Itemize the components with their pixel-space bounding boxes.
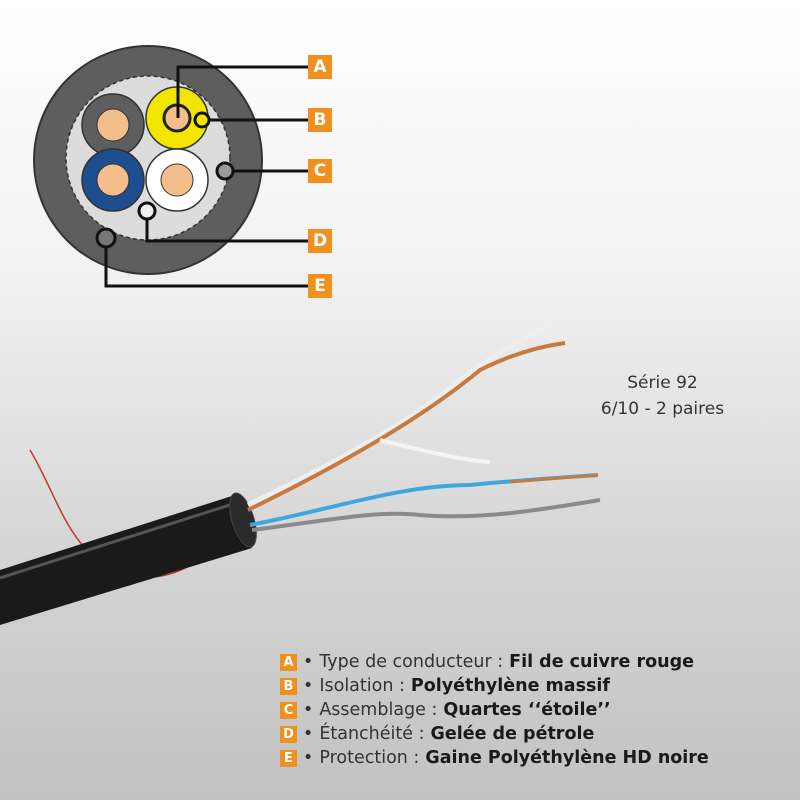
legend-bullet: • — [303, 700, 314, 720]
series-name: Série 92 — [627, 373, 698, 393]
legend-value: Polyéthylène massif — [410, 676, 611, 696]
legend-letter: A — [280, 653, 297, 671]
label-e: E — [308, 274, 332, 298]
legend-bullet: • — [303, 676, 314, 696]
label-c: C — [308, 159, 332, 183]
legend-letter: E — [280, 749, 297, 767]
legend-key: Protection : — [319, 748, 420, 768]
legend-bullet: • — [303, 724, 314, 744]
legend-key: Étanchéité : — [319, 724, 425, 744]
legend-letter: B — [280, 677, 297, 695]
legend-item: D • Étanchéité : Gelée de pétrole — [280, 722, 709, 746]
legend-item: C • Assemblage : Quartes ‘‘étoile’’ — [280, 698, 709, 722]
legend-item: B • Isolation : Polyéthylène massif — [280, 674, 709, 698]
legend-key: Isolation : — [319, 676, 405, 696]
cable-photo — [0, 322, 601, 625]
legend-value: Quartes ‘‘étoile’’ — [443, 700, 611, 720]
series-spec: 6/10 - 2 paires — [600, 399, 725, 419]
legend-value: Gaine Polyéthylène HD noire — [425, 748, 709, 768]
legend-value: Gelée de pétrole — [430, 724, 595, 744]
cross-section-drawing — [33, 45, 263, 275]
legend-item: A • Type de conducteur : Fil de cuivre r… — [280, 650, 709, 674]
cable-jacket — [0, 495, 252, 625]
label-d: D — [308, 229, 332, 253]
callout-lines — [95, 65, 308, 288]
legend-bullet: • — [303, 748, 314, 768]
legend-item: E • Protection : Gaine Polyéthylène HD n… — [280, 746, 709, 770]
legend-letter: C — [280, 701, 297, 719]
legend: A • Type de conducteur : Fil de cuivre r… — [280, 650, 709, 770]
legend-letter: D — [280, 725, 297, 743]
legend-key: Type de conducteur : — [319, 652, 504, 672]
legend-key: Assemblage : — [319, 700, 438, 720]
legend-bullet: • — [303, 652, 314, 672]
legend-value: Fil de cuivre rouge — [509, 652, 695, 672]
label-b: B — [308, 108, 332, 132]
label-a: A — [308, 55, 332, 79]
